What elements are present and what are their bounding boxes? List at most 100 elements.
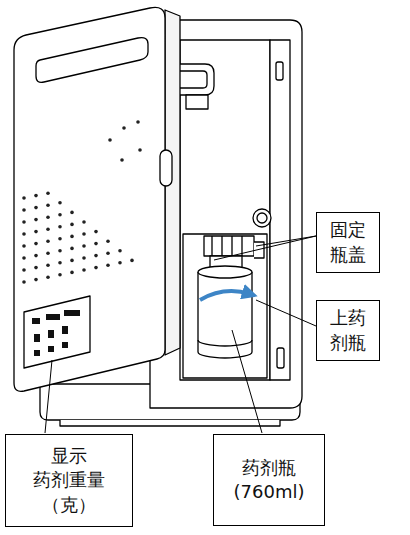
tube-base <box>186 95 208 109</box>
cap-holder <box>204 236 254 256</box>
vent-hole <box>22 232 26 236</box>
leader-line <box>256 236 316 246</box>
cavity <box>180 40 270 380</box>
vent-hole <box>120 158 124 162</box>
vent-hole <box>82 244 86 248</box>
vent-hole <box>22 220 26 224</box>
vent-hole <box>82 268 86 272</box>
vent-hole <box>94 230 98 234</box>
vent-hole <box>94 242 98 246</box>
handle <box>36 38 148 83</box>
vent-hole <box>22 256 26 260</box>
vent-hole <box>130 259 134 263</box>
vent-hole <box>106 239 110 243</box>
vent-hole <box>46 263 50 267</box>
icon <box>48 330 54 338</box>
vent-hole <box>46 203 50 207</box>
icon <box>34 334 40 342</box>
bottle-body <box>198 272 252 358</box>
icon <box>64 310 80 316</box>
vent-hole <box>34 278 38 282</box>
vent-hole <box>22 208 26 212</box>
tube <box>180 64 214 95</box>
vent-hole <box>82 220 86 224</box>
leader-line <box>256 300 316 326</box>
icon <box>62 326 68 334</box>
vent-hole <box>46 239 50 243</box>
callout-box: 药剂瓶 (760ml) <box>213 434 325 526</box>
vent-hole <box>22 268 26 272</box>
vent-hole <box>34 266 38 270</box>
vent-hole <box>46 191 50 195</box>
vent-hole <box>70 211 74 215</box>
bottle-bay <box>183 234 267 378</box>
icon <box>46 314 60 320</box>
vent-hole <box>58 225 62 229</box>
latch <box>276 62 283 80</box>
vent-hole <box>58 273 62 277</box>
leader-line <box>45 360 52 433</box>
fan-hub <box>257 213 267 223</box>
leader-line <box>232 330 262 433</box>
vent-hole <box>70 271 74 275</box>
vent-hole <box>46 215 50 219</box>
vent-hole <box>136 120 140 124</box>
vent-hole <box>70 259 74 263</box>
vent-hole <box>34 242 38 246</box>
vent-hole <box>70 247 74 251</box>
vent-hole <box>106 263 110 267</box>
vent-hole <box>34 218 38 222</box>
vent-hole <box>82 256 86 260</box>
vent-hole <box>46 251 50 255</box>
cavity-rim <box>270 40 290 380</box>
vent-hole <box>34 206 38 210</box>
vent-hole <box>70 223 74 227</box>
cap-fins <box>212 236 242 256</box>
tube-inner <box>180 71 207 88</box>
door <box>14 7 165 391</box>
device <box>14 7 302 426</box>
icon <box>34 350 40 356</box>
icon <box>48 346 54 352</box>
vent-hole <box>70 235 74 239</box>
leader-lines <box>45 236 316 433</box>
vent-hole <box>108 138 112 142</box>
vent-hole <box>58 249 62 253</box>
vent-hole <box>58 213 62 217</box>
vent-hole <box>106 251 110 255</box>
callout-label: 药剂瓶 (760ml) <box>234 456 305 505</box>
icon <box>62 342 68 348</box>
vent-hole <box>122 126 126 130</box>
vent-hole <box>22 280 26 284</box>
vent-hole <box>118 261 122 265</box>
vent-hole <box>138 148 142 152</box>
vent-holes <box>22 120 142 284</box>
callout-box: 固定 瓶盖 <box>316 212 380 273</box>
vent-hole <box>22 196 26 200</box>
slot <box>160 150 172 186</box>
callout-box: 显示 药剂重量 （克） <box>5 434 133 527</box>
control-panel <box>24 296 90 368</box>
bottle-band <box>198 340 252 346</box>
vent-hole <box>46 275 50 279</box>
callout-label: 显示 药剂重量 （克） <box>33 444 105 517</box>
panel-icons <box>32 310 80 356</box>
bottle-top <box>198 266 252 278</box>
vent-hole <box>46 227 50 231</box>
latch <box>277 348 284 368</box>
vent-hole <box>34 254 38 258</box>
leader-line <box>214 236 316 260</box>
callout-label: 上药 剂瓶 <box>330 306 366 355</box>
vent-hole <box>58 261 62 265</box>
callout-label: 固定 瓶盖 <box>330 218 366 267</box>
vent-hole <box>34 230 38 234</box>
rotate-arrow <box>200 291 250 300</box>
callout-box: 上药 剂瓶 <box>316 300 380 361</box>
vent-hole <box>22 244 26 248</box>
fan <box>253 209 271 227</box>
vent-hole <box>82 232 86 236</box>
vent-hole <box>94 266 98 270</box>
vent-hole <box>94 254 98 258</box>
vent-hole <box>118 249 122 253</box>
